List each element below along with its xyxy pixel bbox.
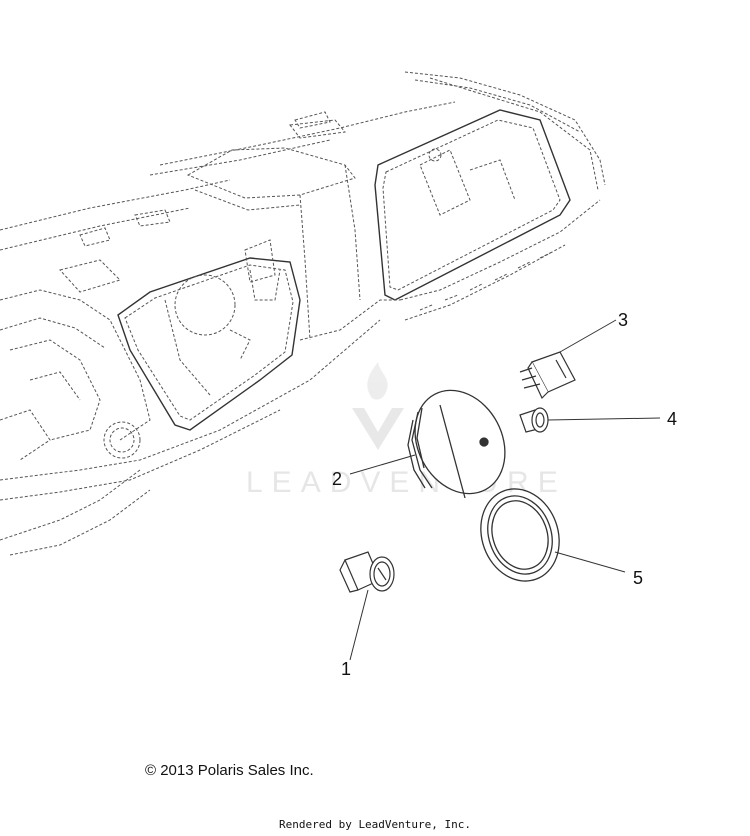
leader-line-2 [349,454,416,475]
part-4-socket [519,407,549,433]
leadventure-watermark: LEADVENTURE [246,362,567,499]
callout-4: 4 [667,409,677,429]
rendered-by-credit: Rendered by LeadVenture, Inc. [278,818,472,831]
watermark-text: LEADVENTURE [246,466,567,499]
leader-line-3 [559,319,617,353]
callout-2: 2 [332,469,342,489]
callout-1: 1 [341,659,351,679]
leader-line-5 [554,551,626,573]
part-3-switch [519,351,576,400]
part-2-gauge [407,389,506,499]
dashboard-assembly [0,71,606,556]
copyright-notice: © 2013 Polaris Sales Inc. [145,762,314,779]
leader-line-1 [349,589,369,661]
callout-3: 3 [618,310,628,330]
callout-5: 5 [633,568,643,588]
leader-line-4 [547,417,661,421]
part-5-bezel-ring [480,488,560,582]
part-1-ignition-switch [339,551,395,593]
leader-lines [349,319,661,661]
